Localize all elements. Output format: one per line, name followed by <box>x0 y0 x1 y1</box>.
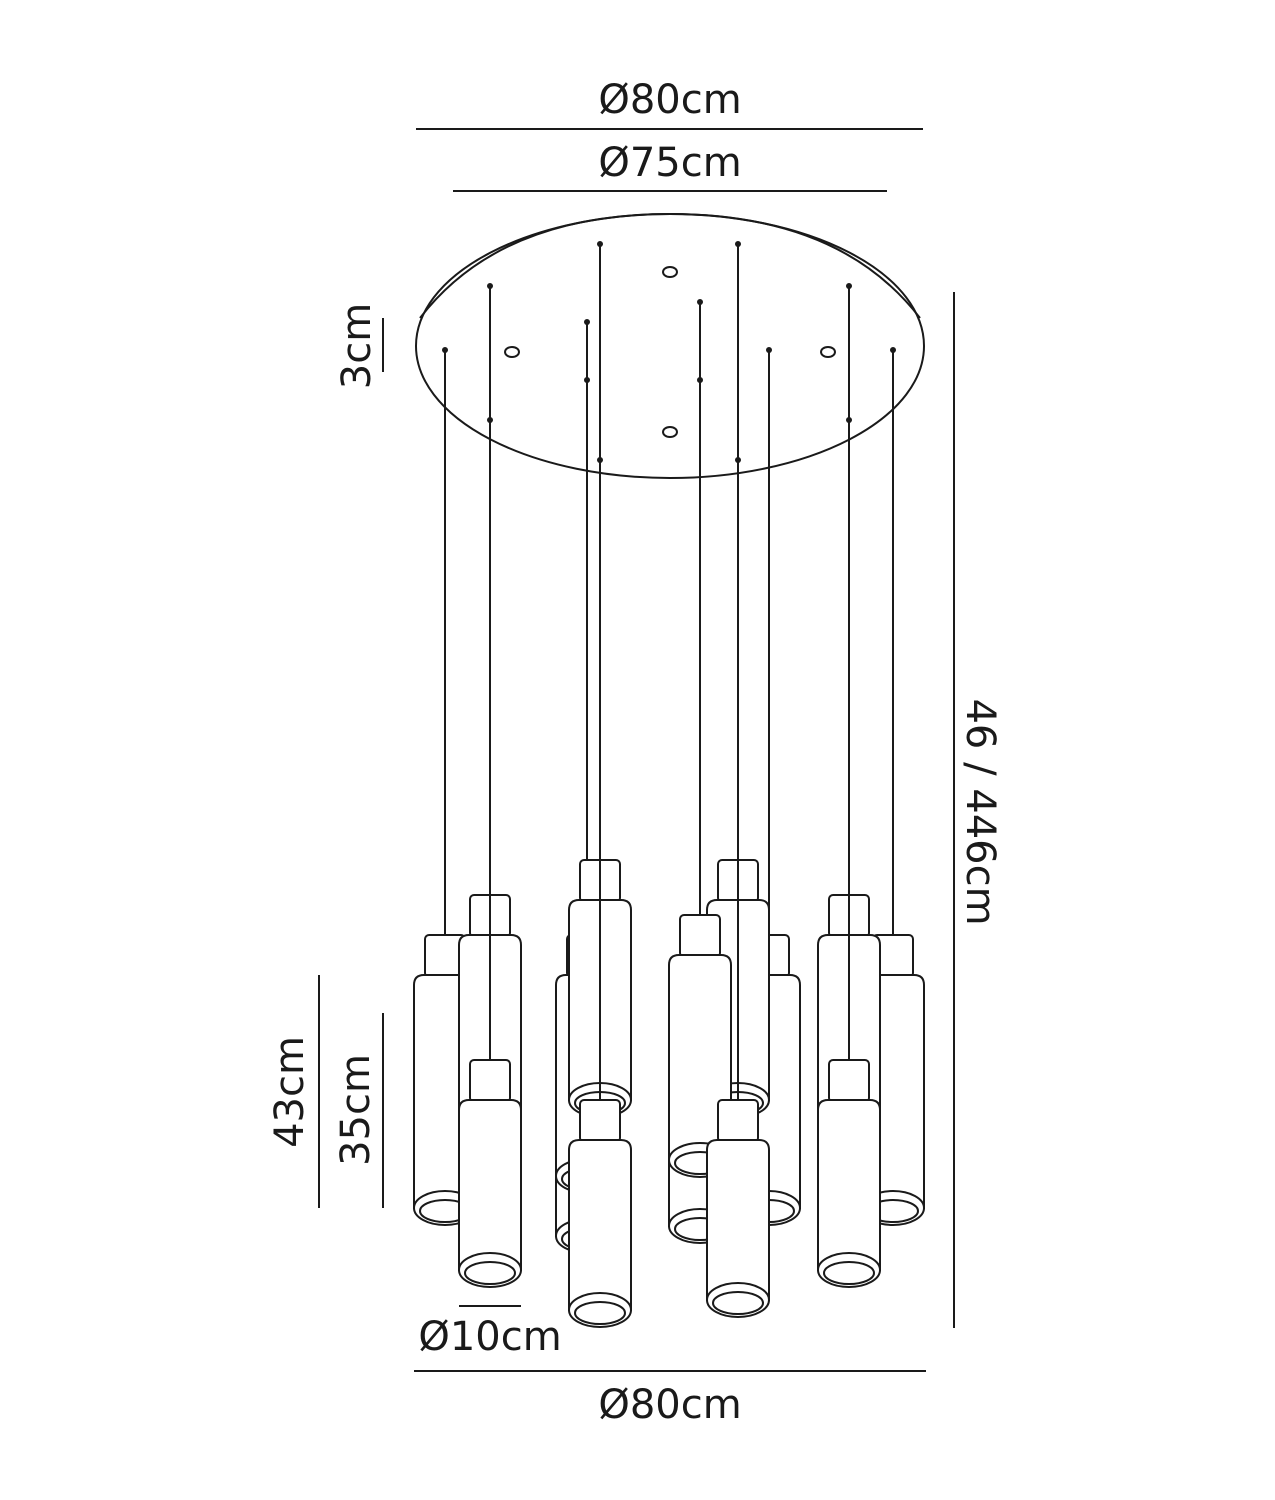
top-inner-diameter-label: Ø75cm <box>598 140 741 186</box>
bottom-diameter-label: Ø80cm <box>598 1382 741 1428</box>
glass-shade <box>706 1139 770 1301</box>
glass-shade <box>668 954 732 1161</box>
shade-height-short-label: 35cm <box>333 1054 379 1166</box>
shade-opening <box>458 1252 522 1288</box>
wire-anchor <box>890 347 896 353</box>
pendant-13 <box>706 457 770 1318</box>
lamp-holder <box>469 1059 511 1103</box>
wire-anchor <box>766 347 772 353</box>
canopy-screw-2 <box>504 346 520 358</box>
glass-shade <box>458 1099 522 1271</box>
wire-anchor <box>487 417 493 423</box>
wire-anchor <box>735 241 741 247</box>
pendant-14 <box>458 417 522 1288</box>
wire-anchor <box>597 457 603 463</box>
overall-height-label: 46 / 446cm <box>957 698 1003 925</box>
top-outer-diameter-label: Ø80cm <box>598 77 741 123</box>
wire-anchor <box>597 241 603 247</box>
canopy-screw-4 <box>662 426 678 438</box>
wire-anchor <box>735 457 741 463</box>
lamp-holder <box>679 914 721 958</box>
lamp-holder <box>828 1059 870 1103</box>
glass-shade <box>568 1139 632 1311</box>
canopy-thickness-label: 3cm <box>334 303 380 389</box>
wire-anchor <box>697 299 703 305</box>
shade-opening <box>817 1252 881 1288</box>
shade-rim <box>574 1301 626 1325</box>
shade-height-long-label: 43cm <box>267 1036 313 1148</box>
shade-diameter-label: Ø10cm <box>418 1314 561 1360</box>
shade-rim <box>712 1291 764 1315</box>
wire-anchor <box>697 377 703 383</box>
pendant-group <box>413 241 925 1328</box>
canopy-screw-3 <box>820 346 836 358</box>
lamp-holder <box>579 1099 621 1143</box>
canopy-plate <box>415 212 925 479</box>
wire-anchor <box>584 319 590 325</box>
wire-anchor <box>487 283 493 289</box>
pendant-12 <box>568 457 632 1328</box>
lamp-holder <box>717 1099 759 1143</box>
shade-opening <box>568 1292 632 1328</box>
pendant-15 <box>817 417 881 1288</box>
glass-shade <box>817 1099 881 1271</box>
wire-anchor <box>846 283 852 289</box>
canopy-screw-1 <box>662 266 678 278</box>
shade-rim <box>464 1261 516 1285</box>
shade-opening <box>706 1282 770 1318</box>
wire-anchor <box>584 377 590 383</box>
shade-rim <box>823 1261 875 1285</box>
wire-anchor <box>846 417 852 423</box>
wire-anchor <box>442 347 448 353</box>
pendant-11 <box>668 377 732 1178</box>
